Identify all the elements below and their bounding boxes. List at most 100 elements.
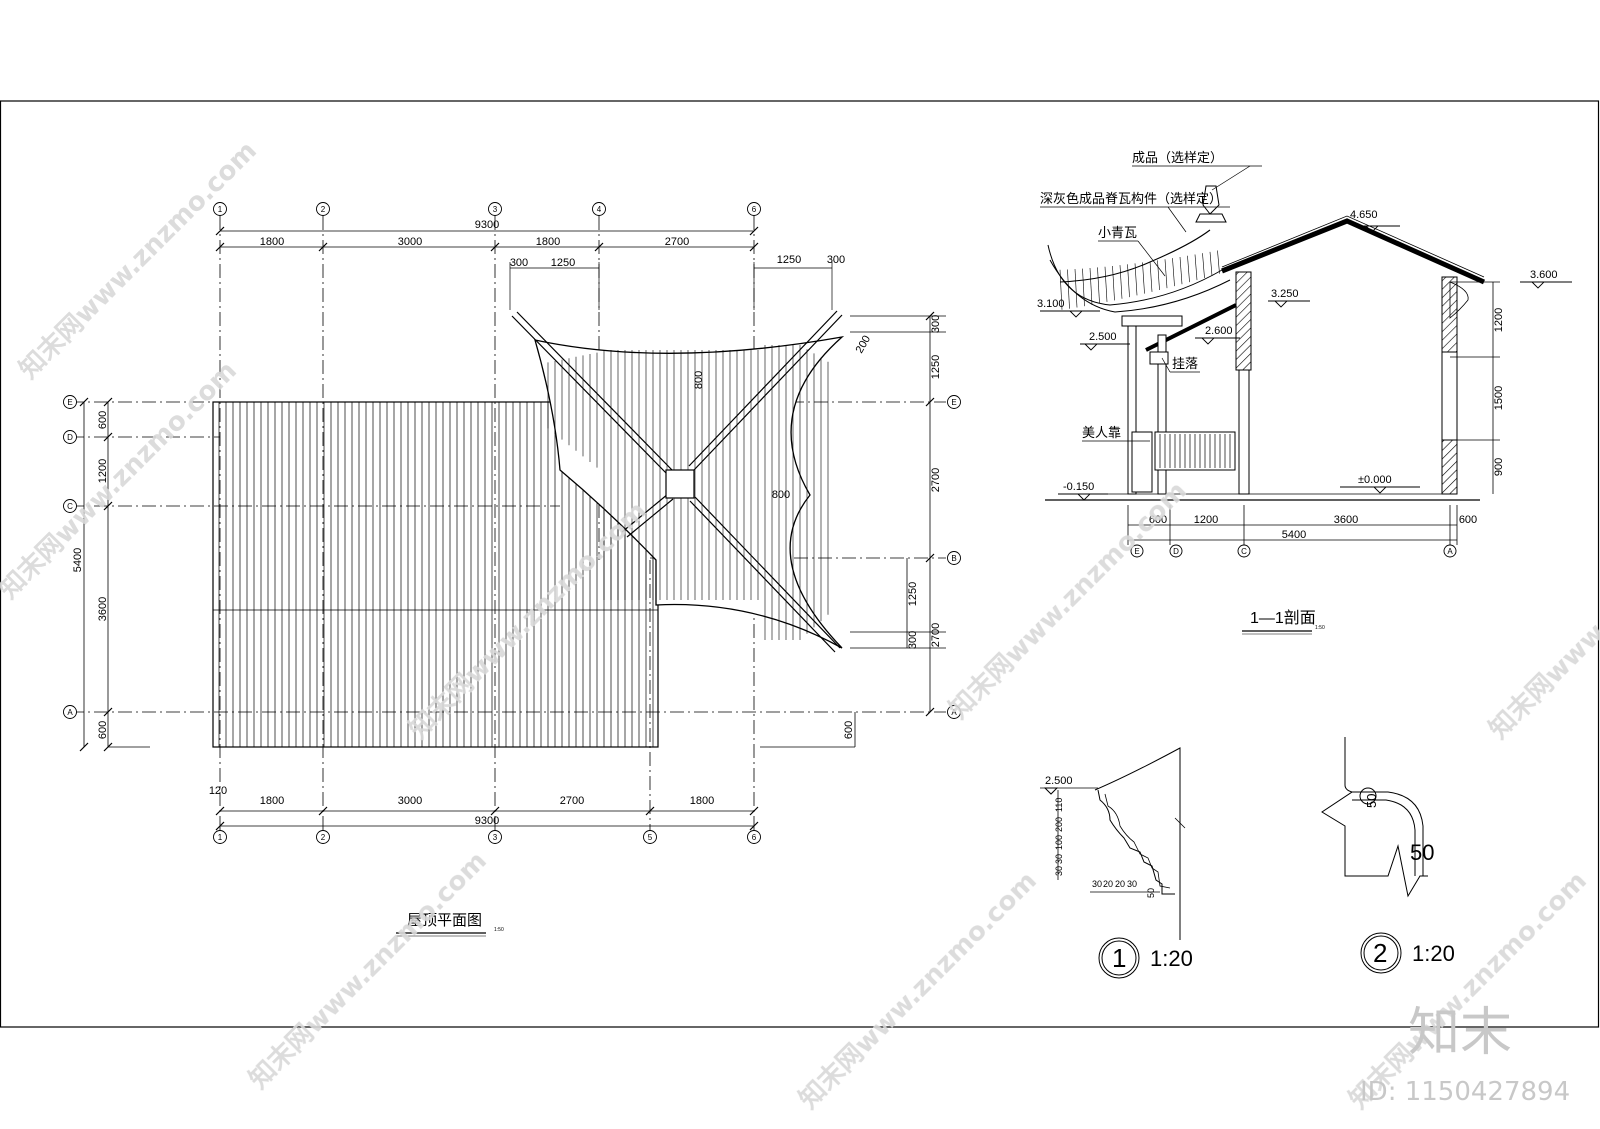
d1-dim-50: 50 xyxy=(1146,888,1156,898)
elev-3600: 3.600 xyxy=(1530,269,1558,281)
d1-dim-30-d: 30 xyxy=(1127,879,1137,889)
elev-minus-0150: -0.150 xyxy=(1063,481,1094,493)
detail1-elevation: 2.500 xyxy=(1045,775,1073,787)
sec-dim-3: 3600 xyxy=(1334,514,1358,526)
axis-E-left: E xyxy=(67,398,72,407)
axis-A-right: A xyxy=(951,708,957,717)
d1-dim-30-b: 30 xyxy=(1054,866,1064,876)
dim-bottom-2: 3000 xyxy=(398,795,422,807)
d1-dim-30-c: 30 xyxy=(1092,879,1102,889)
dim-800-vertical: 800 xyxy=(693,371,705,389)
hatch-line xyxy=(1172,258,1175,287)
dim-top-sub-1: 300 xyxy=(510,257,528,269)
dim-right-2: 1250 xyxy=(930,355,942,379)
roof-plan-scale: 1:50 xyxy=(494,927,504,933)
dim-right-600: 600 xyxy=(843,721,855,739)
elev-0000: ±0.000 xyxy=(1358,474,1392,486)
hatch-line xyxy=(1074,269,1078,308)
sheet-border xyxy=(0,100,1600,1028)
d2-dim-50-a: 50 xyxy=(1364,794,1379,808)
hatch-line xyxy=(1194,254,1198,281)
hatch-line xyxy=(1089,268,1093,305)
axis-2-top: 2 xyxy=(321,205,326,214)
axis-B-right: B xyxy=(951,554,956,563)
axis-D-left: D xyxy=(67,433,73,442)
d1-dim-100: 100 xyxy=(1054,835,1064,850)
dim-top-2: 3000 xyxy=(398,236,422,248)
sec-dim-1: 600 xyxy=(1149,514,1167,526)
roof-tile-lines xyxy=(218,402,654,747)
axis-4-top: 4 xyxy=(597,205,602,214)
axis-2-bottom: 2 xyxy=(321,833,326,842)
axis-3-top: 3 xyxy=(493,205,498,214)
watermark-text-6: 知末网www.znzmo.com xyxy=(794,866,1043,1115)
d1-dim-200: 200 xyxy=(1054,817,1064,832)
hatch-line xyxy=(1164,259,1168,289)
detail2-scale: 1:20 xyxy=(1412,941,1455,966)
dim-top-sub-4: 300 xyxy=(827,254,845,266)
roof-plan: 1 2 3 4 6 1 2 3 5 6 E D C A E B A 9300 1… xyxy=(63,202,961,937)
dim-bottom-1: 1800 xyxy=(260,795,284,807)
dim-top-3: 1800 xyxy=(536,236,560,248)
dim-left-1: 600 xyxy=(97,411,109,429)
dim-200: 200 xyxy=(854,334,874,356)
dim-top-sub-2: 1250 xyxy=(551,257,575,269)
dim-left-total: 5400 xyxy=(72,548,84,572)
watermark-text-1: 知末网www.znzmo.com xyxy=(14,136,263,385)
watermark-brand: 知末 xyxy=(1408,1003,1512,1063)
hatch-line xyxy=(1157,260,1160,291)
section-1-1: 4.650 3.600 3.250 3.100 2.600 2.500 ±0.0… xyxy=(1037,150,1572,635)
detail1-scale: 1:20 xyxy=(1150,946,1193,971)
watermark-text-5: 知末网www.znzmo.com xyxy=(244,846,493,1095)
dim-800-a: 800 xyxy=(772,489,790,501)
sec-axis-A: A xyxy=(1447,547,1453,556)
dim-left-2: 1200 xyxy=(97,459,109,483)
hatch-line xyxy=(1149,261,1153,292)
dim-left-3: 3600 xyxy=(97,597,109,621)
dim-120: 120 xyxy=(209,785,227,797)
watermark-text-4: 知末网www.znzmo.com xyxy=(944,476,1193,725)
sec-axis-C: C xyxy=(1241,547,1247,556)
hatch-line xyxy=(1134,263,1138,296)
hatch-line xyxy=(1202,253,1205,279)
hatch-line xyxy=(1179,256,1183,285)
section-tile-lines xyxy=(1059,250,1220,310)
axis-5-bottom: 5 xyxy=(648,833,653,842)
dim-top-4: 2700 xyxy=(665,236,689,248)
dim-bottom-4: 1800 xyxy=(690,795,714,807)
dim-top-total: 9300 xyxy=(475,219,499,231)
dim-right-6: 2700 xyxy=(930,623,942,647)
sec-dim-right-3: 900 xyxy=(1493,458,1505,476)
axis-1-top: 1 xyxy=(218,205,223,214)
watermark-id: ID: 1150427894 xyxy=(1360,1077,1570,1107)
dim-right-3: 2700 xyxy=(930,468,942,492)
elev-2600: 2.600 xyxy=(1205,325,1233,337)
elev-2500: 2.500 xyxy=(1089,331,1117,343)
axis-3-bottom: 3 xyxy=(493,833,498,842)
sec-dim-right-2: 1500 xyxy=(1493,386,1505,410)
d1-dim-20-a: 20 xyxy=(1103,879,1113,889)
sec-dim-2: 1200 xyxy=(1194,514,1218,526)
hatch-line xyxy=(1112,265,1115,301)
label-hanging: 挂落 xyxy=(1172,356,1198,371)
axis-1-bottom: 1 xyxy=(218,833,223,842)
sec-dim-4: 600 xyxy=(1459,514,1477,526)
label-ridge: 深灰色成品脊瓦构件（选样定） xyxy=(1040,191,1222,206)
detail1-number: 1 xyxy=(1112,943,1126,973)
dim-top-sub-3: 1250 xyxy=(777,254,801,266)
watermark-text-8: 知末网www.znzmo.com xyxy=(1484,496,1600,745)
hatch-line xyxy=(1119,265,1123,299)
dim-bottom-total: 9300 xyxy=(475,815,499,827)
dim-top-1: 1800 xyxy=(260,236,284,248)
elev-3100: 3.100 xyxy=(1037,298,1065,310)
label-tile: 小青瓦 xyxy=(1098,225,1137,240)
d2-dim-50-b: 50 xyxy=(1410,840,1434,865)
axis-E-right: E xyxy=(951,398,956,407)
d1-dim-30-a: 30 xyxy=(1054,854,1064,864)
roof-plan-title: 屋顶平面图 xyxy=(407,912,482,929)
bench-slats xyxy=(1159,434,1231,468)
section-scale: 1:50 xyxy=(1315,625,1325,631)
elev-3250: 3.250 xyxy=(1271,288,1299,300)
hatch-line xyxy=(1082,268,1085,307)
